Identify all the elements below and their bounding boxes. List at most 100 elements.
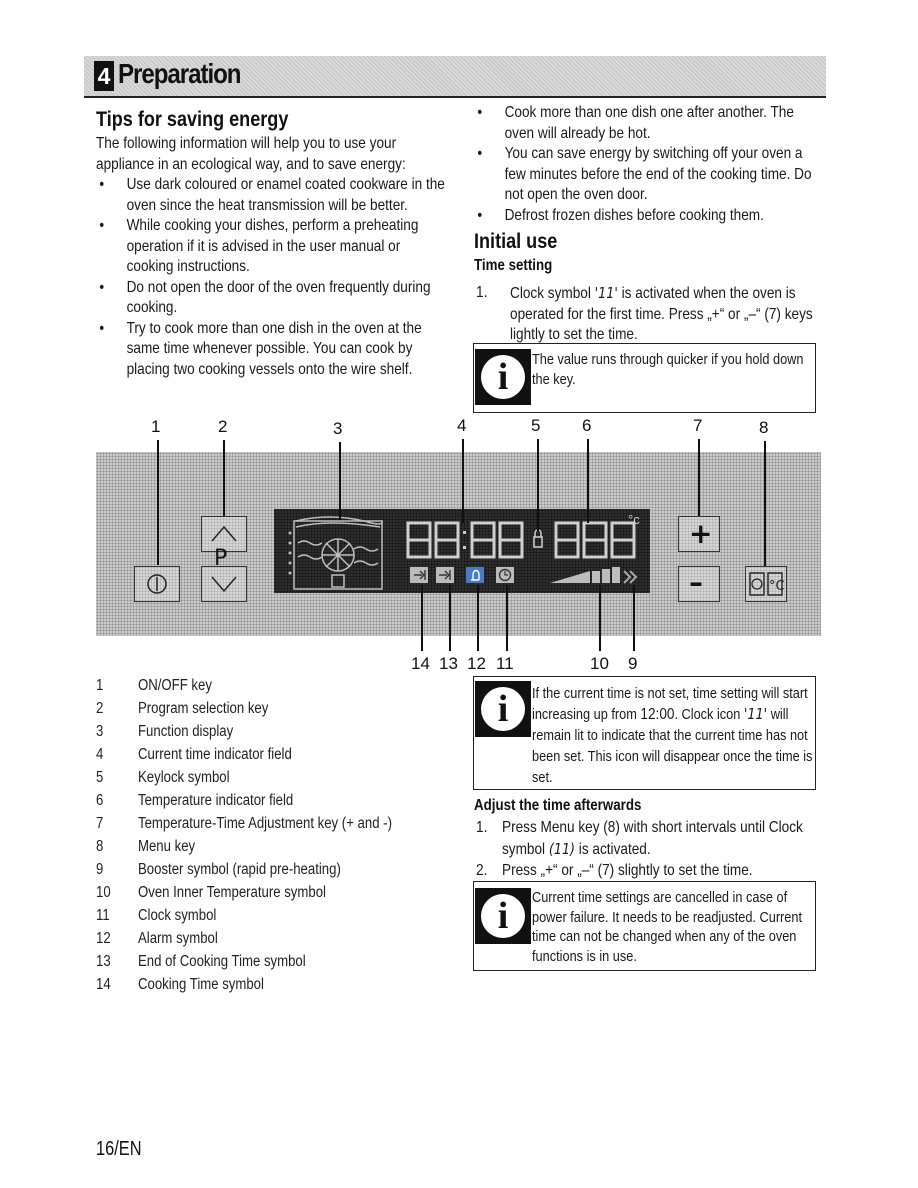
callout-line: [449, 585, 451, 651]
info-icon: i: [475, 888, 531, 944]
tips-heading: Tips for saving energy: [96, 108, 289, 131]
callout-line: [477, 585, 479, 651]
info-text: The value runs through quicker if you ho…: [532, 351, 804, 388]
legend-label: Current time indicator field: [138, 746, 292, 763]
legend-number: 1: [96, 677, 104, 694]
adjust-step-2: Press „+“ or „–“ (7) slightly to set the…: [502, 862, 753, 879]
legend-label: Booster symbol (rapid pre-heating): [138, 861, 341, 878]
tips-list-right: •Cook more than one dish one after anoth…: [474, 103, 824, 226]
chapter-number: 4: [94, 61, 114, 91]
callout-7: 7: [693, 416, 703, 435]
tips-intro: The following information will help you …: [96, 135, 406, 173]
callout-line: [339, 442, 341, 520]
callout-line: [633, 585, 635, 651]
list-item: •Defrost frozen dishes before cooking th…: [477, 206, 764, 224]
page-title: Preparation: [118, 58, 242, 89]
adjust-time-heading: Adjust the time afterwards: [474, 797, 642, 814]
callout-9: 9: [628, 654, 638, 673]
info-box-hold-key: i The value runs through quicker if you …: [473, 343, 816, 413]
callout-14: 14: [411, 654, 430, 673]
legend-label: Keylock symbol: [138, 769, 230, 786]
legend-number: 7: [96, 815, 104, 832]
program-down-key[interactable]: [201, 566, 247, 602]
legend-label: Oven Inner Temperature symbol: [138, 884, 326, 901]
section-header-band: [84, 56, 826, 98]
chevron-down-icon: [211, 576, 237, 593]
info-text: Current time settings are cancelled in c…: [532, 889, 803, 965]
callout-6: 6: [582, 416, 592, 435]
time-setting-heading: Time setting: [474, 257, 553, 274]
minus-key[interactable]: –: [678, 566, 720, 602]
svg-text:°C: °C: [769, 579, 785, 594]
callout-12: 12: [467, 654, 486, 673]
display-graphics: [288, 516, 638, 590]
callout-1: 1: [151, 417, 161, 436]
legend-number: 12: [96, 930, 111, 947]
list-item: •You can save energy by switching off yo…: [477, 145, 812, 203]
callout-line: [462, 439, 464, 523]
step-number: 1.: [476, 284, 488, 301]
legend-label: Clock symbol: [138, 907, 217, 924]
callout-10: 10: [590, 654, 609, 673]
callout-line: [587, 439, 589, 523]
list-item: •Do not open the door of the oven freque…: [99, 278, 431, 317]
step-number: 2.: [476, 862, 488, 879]
callout-line: [223, 440, 225, 516]
legend-label: Menu key: [138, 838, 196, 855]
tips-list-left: •Use dark coloured or enamel coated cook…: [96, 175, 446, 380]
control-panel-illustration: [96, 452, 821, 636]
info-icon: i: [475, 349, 531, 405]
callout-2: 2: [218, 417, 228, 436]
initial-use-heading: Initial use: [474, 230, 558, 253]
callout-line: [764, 441, 766, 566]
legend-number: 14: [96, 976, 111, 993]
list-item: •Try to cook more than one dish in the o…: [99, 319, 422, 378]
menu-book-icon: °C: [749, 572, 785, 596]
legend-label: End of Cooking Time symbol: [138, 953, 306, 970]
callout-line: [506, 585, 508, 651]
plus-key[interactable]: +: [678, 516, 720, 552]
legend-label: Alarm symbol: [138, 930, 218, 947]
chevron-up-icon: [211, 525, 237, 542]
callout-5: 5: [531, 416, 541, 435]
status-icons: [410, 567, 514, 583]
program-p-label: P: [214, 546, 228, 571]
legend-label: Temperature indicator field: [138, 792, 294, 809]
legend-label: ON/OFF key: [138, 677, 212, 694]
info-box-time-not-set: i If the current time is not set, time s…: [473, 676, 816, 790]
page-number: 16/EN: [96, 1138, 142, 1160]
legend-number: 6: [96, 792, 104, 809]
booster-icon: [623, 570, 638, 584]
legend-label: Function display: [138, 723, 234, 740]
callout-line: [157, 440, 159, 565]
keylock-icon: [533, 529, 543, 548]
program-up-key[interactable]: [201, 516, 247, 552]
on-off-key[interactable]: [134, 566, 180, 602]
temp-unit: °c: [628, 512, 640, 527]
legend-number: 9: [96, 861, 104, 878]
legend-number: 5: [96, 769, 104, 786]
time-setting-step-1: Clock symbol '11' is activated when the …: [510, 284, 813, 343]
function-dots: [288, 531, 292, 575]
legend-label: Program selection key: [138, 700, 269, 717]
plus-icon: +: [689, 517, 713, 550]
temperature-bar: [550, 567, 620, 583]
callout-4: 4: [457, 416, 467, 435]
adjust-step-1: Press Menu key (8) with short intervals …: [502, 819, 803, 858]
power-icon: [147, 574, 167, 594]
info-text: If the current time is not set, time set…: [532, 685, 813, 786]
callout-line: [537, 439, 539, 531]
callout-8: 8: [759, 418, 769, 437]
step-number: 1.: [476, 819, 488, 836]
list-item: •Use dark coloured or enamel coated cook…: [99, 176, 445, 214]
callout-13: 13: [439, 654, 458, 673]
current-time-field: [406, 521, 524, 559]
info-icon: i: [475, 681, 531, 737]
callout-line: [421, 585, 423, 651]
minus-icon: –: [689, 566, 703, 599]
legend-number: 4: [96, 746, 104, 763]
legend-number: 3: [96, 723, 104, 740]
legend-number: 13: [96, 953, 111, 970]
temperature-field: [554, 521, 636, 559]
menu-key[interactable]: °C: [745, 566, 787, 602]
